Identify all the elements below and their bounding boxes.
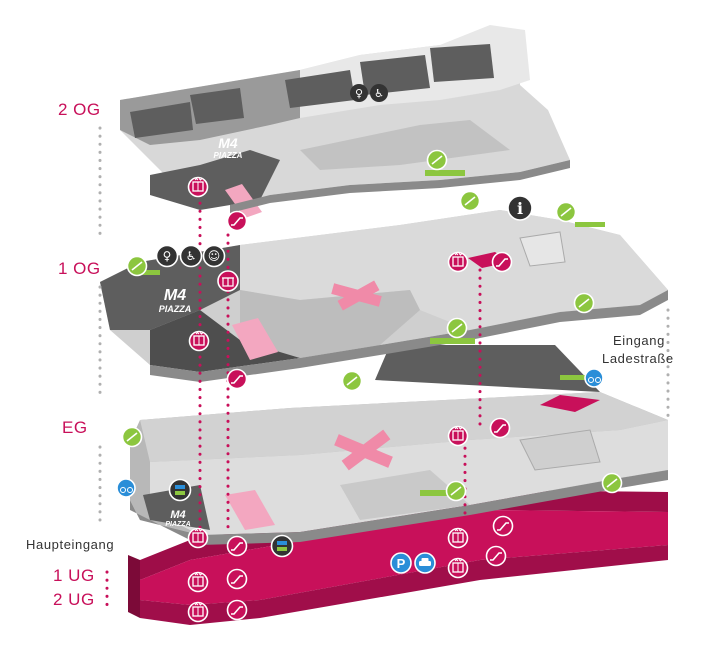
stairs-icon <box>341 370 363 392</box>
parking-icon: P <box>390 552 412 574</box>
escalator-icon <box>492 515 514 537</box>
svg-text:P: P <box>397 556 406 571</box>
escalator-icon <box>226 210 248 232</box>
gift-icon <box>217 270 239 292</box>
bicycle-icon <box>584 368 604 388</box>
car-icon <box>414 552 436 574</box>
escalator-icon <box>491 251 513 273</box>
elevator-icon <box>447 425 469 447</box>
entrance-main-label: Haupteingang <box>26 537 115 552</box>
svg-text:PIAZZA: PIAZZA <box>159 304 192 314</box>
escalator-icon <box>226 568 248 590</box>
elevator-icon <box>187 571 209 593</box>
svg-text:♿: ♿ <box>374 87 384 100</box>
bicycle-icon <box>116 478 136 498</box>
entrance-loading-label-2: Ladestraße <box>602 351 674 366</box>
svg-text:PIAZZA: PIAZZA <box>214 151 243 160</box>
svg-text:♀: ♀ <box>355 87 363 100</box>
escalator-icon <box>485 545 507 567</box>
stairs-icon <box>168 478 192 502</box>
svg-text:♀: ♀ <box>163 249 172 263</box>
elevator-icon <box>447 557 469 579</box>
svg-text:M4: M4 <box>218 135 238 151</box>
entrance-loading-label-1: Eingang <box>613 333 665 348</box>
svg-text:☺: ☺ <box>208 249 221 263</box>
stairs-icon <box>601 472 623 494</box>
level-label-1og: 1 OG <box>58 259 101 278</box>
svg-text:i: i <box>517 199 523 218</box>
stairs-icon <box>126 255 148 277</box>
level-label-eg: EG <box>62 418 88 437</box>
escalator-icon <box>226 368 248 390</box>
svg-text:M4: M4 <box>164 287 186 304</box>
stairs-icon <box>573 292 595 314</box>
elevator-icon <box>187 527 209 549</box>
floor-2og <box>120 25 570 218</box>
stairs-icon <box>459 190 481 212</box>
toilet-icon: ♀ <box>350 84 368 102</box>
elevator-icon <box>188 330 210 352</box>
floor-1og <box>100 210 668 382</box>
baby-changing-icon: ☺ <box>202 244 226 268</box>
escalator-icon <box>489 417 511 439</box>
stairs-icon <box>270 534 294 558</box>
escalator-icon <box>226 535 248 557</box>
stairs-icon <box>555 201 577 223</box>
stairs-icon <box>445 480 467 502</box>
wheelchair-icon: ♿ <box>370 84 388 102</box>
level-label-2ug: 2 UG <box>53 590 95 609</box>
info-icon: i <box>507 195 533 221</box>
stairs-icon <box>426 149 448 171</box>
level-label-2og: 2 OG <box>58 100 101 119</box>
stairs-icon <box>121 426 143 448</box>
svg-text:♿: ♿ <box>186 249 197 263</box>
stairs-icon <box>446 317 468 339</box>
elevator-icon <box>447 527 469 549</box>
elevator-icon <box>187 601 209 623</box>
escalator-icon <box>226 599 248 621</box>
elevator-icon <box>447 251 469 273</box>
svg-text:M4: M4 <box>170 509 185 521</box>
toilet-icon: ♀ <box>155 244 179 268</box>
piazza-logo: M4 PIAZZA M4 PIAZZA M4 PIAZZA <box>159 135 243 528</box>
level-label-1ug: 1 UG <box>53 566 95 585</box>
wheelchair-icon: ♿ <box>179 244 203 268</box>
elevator-icon <box>187 176 209 198</box>
floor-eg <box>130 345 668 545</box>
svg-text:PIAZZA: PIAZZA <box>165 521 190 528</box>
